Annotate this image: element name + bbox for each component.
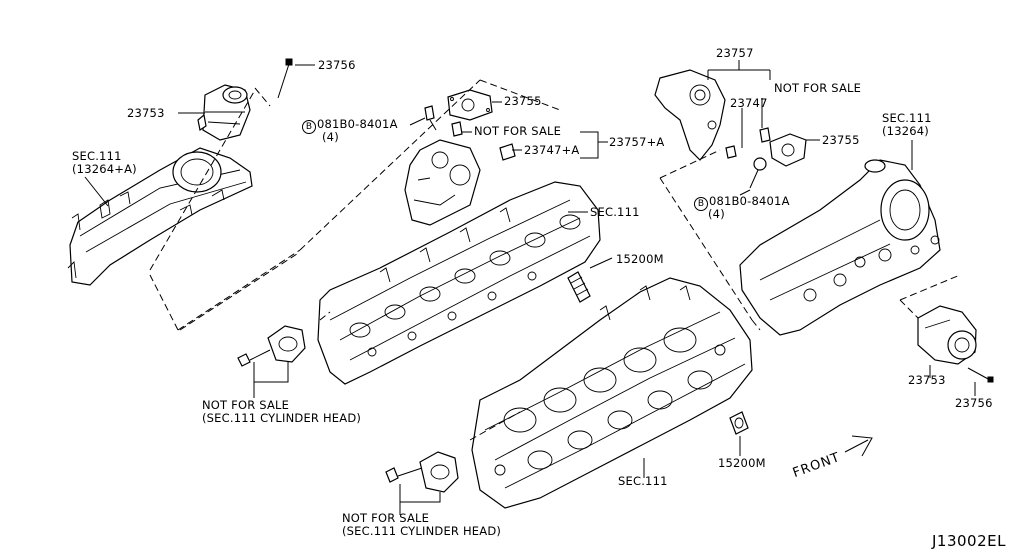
part-15200m-top: [567, 271, 591, 303]
left-cylinder-head: [317, 181, 601, 385]
label-sec111-cover-left-a: SEC.111: [72, 149, 122, 163]
label-sec111-cover-right-a: SEC.111: [882, 111, 932, 125]
label-sec111-cover-left-b: (13264+A): [72, 162, 137, 176]
label-nfs-right: NOT FOR SALE: [774, 81, 862, 95]
label-15200m-bottom: 15200M: [718, 456, 766, 470]
housing-23757-right: [654, 69, 771, 161]
label-nfs-sensor2-b: (SEC.111 CYLINDER HEAD): [342, 524, 502, 538]
left-valve-cover: [67, 147, 253, 286]
left-actuator-23753: [197, 84, 251, 141]
screw-23756-top: [277, 58, 293, 99]
label-sec111-block: SEC.111: [618, 474, 668, 488]
housing-23757a: [404, 121, 516, 226]
label-sec111-head-left: SEC.111: [590, 205, 640, 219]
label-15200m-top: 15200M: [616, 252, 664, 266]
label-23753-right: 23753: [908, 373, 946, 387]
bolt-right: [749, 157, 767, 189]
right-valve-cover: [739, 159, 941, 336]
bolt-symbol-icon: B: [302, 120, 316, 134]
label-23753-left: 23753: [127, 106, 165, 120]
label-nfs-sensor1-b: (SEC.111 CYLINDER HEAD): [202, 411, 362, 425]
plate-23755-right: [769, 133, 807, 167]
label-23755-right: 23755: [822, 133, 860, 147]
bolt-symbol-icon: B: [694, 197, 708, 211]
label-23756-right: 23756: [955, 396, 993, 410]
label-nfs-left: NOT FOR SALE: [474, 124, 562, 138]
label-23747: 23747: [730, 96, 768, 110]
label-bolt-right-qty: (4): [708, 207, 725, 221]
leader-lines: [84, 60, 976, 515]
label-bolt-left-qty: (4): [322, 130, 339, 144]
front-arrow: [844, 435, 873, 457]
label-23755-left: 23755: [504, 94, 542, 108]
label-nfs-sensor2-a: NOT FOR SALE: [342, 511, 430, 525]
sensor-left-upper: [237, 325, 306, 367]
label-nfs-sensor1-a: NOT FOR SALE: [202, 398, 290, 412]
label-sec111-cover-right-b: (13264): [882, 124, 929, 138]
sensor-left-lower: [385, 451, 459, 493]
bolt-left-code: 081B0-8401A: [317, 117, 398, 131]
label-23757a: 23757+A: [609, 135, 665, 149]
diagram-code: J13002EL: [932, 532, 1006, 550]
right-actuator-23753: [917, 305, 994, 383]
part-15200m-bottom: [729, 411, 749, 435]
dashed-group-outlines: [149, 79, 961, 441]
plate-23755-left: [447, 89, 493, 121]
cylinder-block: [471, 277, 753, 509]
label-23757: 23757: [716, 46, 754, 60]
bolt-right-code: 081B0-8401A: [709, 194, 790, 208]
label-23747a: 23747+A: [524, 143, 580, 157]
label-23756-top: 23756: [318, 58, 356, 72]
